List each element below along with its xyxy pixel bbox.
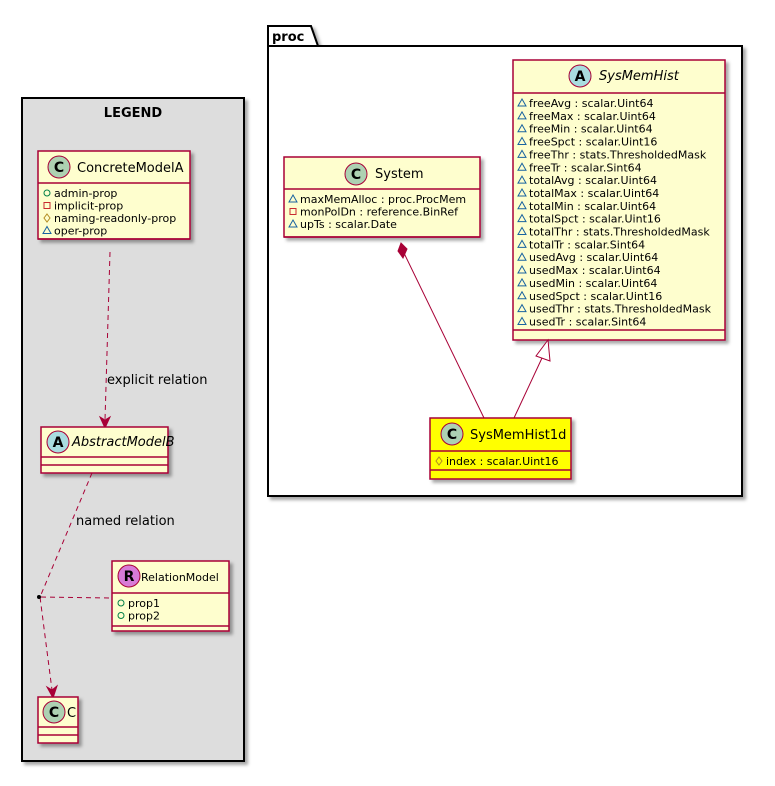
class-name: RelationModel bbox=[141, 571, 219, 584]
package-visibility-icon bbox=[288, 193, 298, 203]
class-member: totalSpct : scalar.Uint16 bbox=[529, 213, 661, 226]
package-visibility-icon bbox=[517, 252, 527, 261]
arrow-head-icon bbox=[98, 415, 112, 430]
legend-class-concrete[interactable]: C ConcreteModelA admin-propimplicit-prop… bbox=[37, 150, 191, 240]
class-sysmemhist[interactable]: A SysMemHist freeAvg : scalar.Uint64free… bbox=[512, 59, 726, 341]
class-member: upTs : scalar.Date bbox=[300, 218, 397, 231]
class-member: admin-prop bbox=[54, 187, 117, 200]
class-name: AbstractModelB bbox=[71, 435, 175, 450]
class-name: SysMemHist bbox=[599, 69, 680, 84]
package-visibility-icon bbox=[517, 187, 527, 197]
package-visibility-icon bbox=[517, 239, 527, 248]
class-member: prop2 bbox=[128, 610, 160, 623]
class-member: freeTr : scalar.Sint64 bbox=[529, 161, 642, 174]
class-member: usedMin : scalar.Uint64 bbox=[529, 277, 657, 290]
legend-class-abstract[interactable]: A AbstractModelB bbox=[40, 426, 175, 474]
class-member: totalThr : stats.ThresholdedMask bbox=[529, 226, 710, 239]
class-member: freeThr : stats.ThresholdedMask bbox=[529, 148, 707, 161]
class-name: SysMemHist1d bbox=[470, 428, 566, 443]
inheritance-arrow-icon bbox=[535, 338, 551, 362]
arrow-head-icon bbox=[45, 684, 59, 700]
package-title: proc bbox=[272, 30, 304, 45]
class-badge-icon bbox=[42, 700, 66, 724]
association-dot-icon bbox=[37, 595, 41, 599]
private-visibility-icon bbox=[43, 202, 51, 209]
package-visibility-icon bbox=[517, 290, 527, 300]
explicit-relation-edge: explicit relation bbox=[98, 251, 207, 430]
class-sysmemhist1d[interactable]: C SysMemHist1d index : scalar.Uint16 bbox=[429, 417, 572, 480]
package-visibility-icon bbox=[517, 162, 527, 171]
public-visibility-icon bbox=[117, 599, 125, 607]
composition-diamond-icon bbox=[397, 242, 408, 260]
relation-badge-icon bbox=[117, 564, 141, 588]
package-visibility-icon bbox=[517, 303, 527, 313]
class-member: naming-readonly-prop bbox=[54, 212, 176, 225]
class-member: index : scalar.Uint16 bbox=[446, 455, 559, 468]
class-member: totalMin : scalar.Uint64 bbox=[529, 200, 656, 213]
class-member: freeMax : scalar.Uint64 bbox=[529, 110, 656, 123]
package-visibility-icon bbox=[517, 200, 527, 210]
class-badge-icon bbox=[440, 422, 464, 446]
class-name: C bbox=[67, 706, 76, 721]
package-visibility-icon bbox=[517, 123, 527, 133]
class-member: totalAvg : scalar.Uint64 bbox=[529, 174, 657, 187]
class-member: usedTr : scalar.Sint64 bbox=[529, 315, 646, 328]
package-visibility-icon bbox=[288, 218, 298, 228]
svg-text:A: A bbox=[53, 435, 64, 451]
svg-text:C: C bbox=[351, 167, 361, 183]
package-visibility-icon bbox=[517, 136, 527, 146]
class-member: usedMax : scalar.Uint64 bbox=[529, 264, 661, 277]
class-member: totalTr : scalar.Sint64 bbox=[529, 238, 645, 251]
protected-visibility-icon bbox=[435, 456, 443, 466]
package-visibility-icon bbox=[517, 97, 527, 107]
public-visibility-icon bbox=[117, 612, 125, 619]
class-member: monPolDn : reference.BinRef bbox=[300, 206, 459, 219]
package-visibility-icon bbox=[517, 110, 527, 120]
public-visibility-icon bbox=[43, 189, 51, 197]
package-visibility-icon bbox=[517, 213, 527, 223]
package-visibility-icon bbox=[517, 226, 527, 235]
composition-edge bbox=[397, 242, 485, 419]
svg-text:C: C bbox=[447, 427, 457, 443]
class-name: ConcreteModelA bbox=[77, 161, 184, 176]
class-member: usedThr : stats.ThresholdedMask bbox=[529, 303, 712, 316]
legend-title: LEGEND bbox=[104, 106, 163, 121]
class-member: usedAvg : scalar.Uint64 bbox=[529, 251, 658, 264]
package-visibility-icon bbox=[517, 175, 527, 184]
package-visibility-icon bbox=[517, 265, 527, 274]
generalization-edge bbox=[513, 338, 551, 419]
abstract-badge-icon bbox=[46, 430, 70, 454]
class-member: freeMin : scalar.Uint64 bbox=[529, 123, 653, 136]
class-badge-icon bbox=[344, 162, 368, 186]
svg-text:C: C bbox=[54, 160, 64, 176]
class-member: prop1 bbox=[128, 597, 160, 610]
package-visibility-icon bbox=[517, 149, 527, 158]
package-visibility-icon bbox=[42, 225, 52, 234]
class-badge-icon bbox=[47, 155, 71, 179]
legend-class-c[interactable]: C C bbox=[37, 696, 79, 744]
class-member: implicit-prop bbox=[54, 200, 123, 213]
svg-text:R: R bbox=[124, 569, 135, 585]
svg-text:A: A bbox=[575, 69, 586, 85]
edge-label: explicit relation bbox=[107, 373, 207, 388]
class-member: freeSpct : scalar.Uint16 bbox=[529, 136, 657, 149]
class-member: oper-prop bbox=[54, 225, 107, 238]
private-visibility-icon bbox=[289, 208, 297, 215]
class-member: freeAvg : scalar.Uint64 bbox=[529, 97, 653, 110]
class-name: System bbox=[375, 167, 423, 182]
named-relation-edge: named relation bbox=[37, 472, 175, 700]
protected-visibility-icon bbox=[43, 213, 51, 223]
abstract-badge-icon bbox=[568, 64, 592, 88]
class-member: totalMax : scalar.Uint64 bbox=[529, 187, 659, 200]
class-system[interactable]: C System maxMemAlloc : proc.ProcMemmonPo… bbox=[283, 156, 481, 238]
package-visibility-icon bbox=[517, 316, 527, 325]
edge-label: named relation bbox=[76, 514, 175, 529]
class-member: usedSpct : scalar.Uint16 bbox=[529, 290, 662, 303]
svg-text:C: C bbox=[49, 705, 59, 721]
package-visibility-icon bbox=[517, 277, 527, 287]
class-member: maxMemAlloc : proc.ProcMem bbox=[300, 193, 466, 206]
